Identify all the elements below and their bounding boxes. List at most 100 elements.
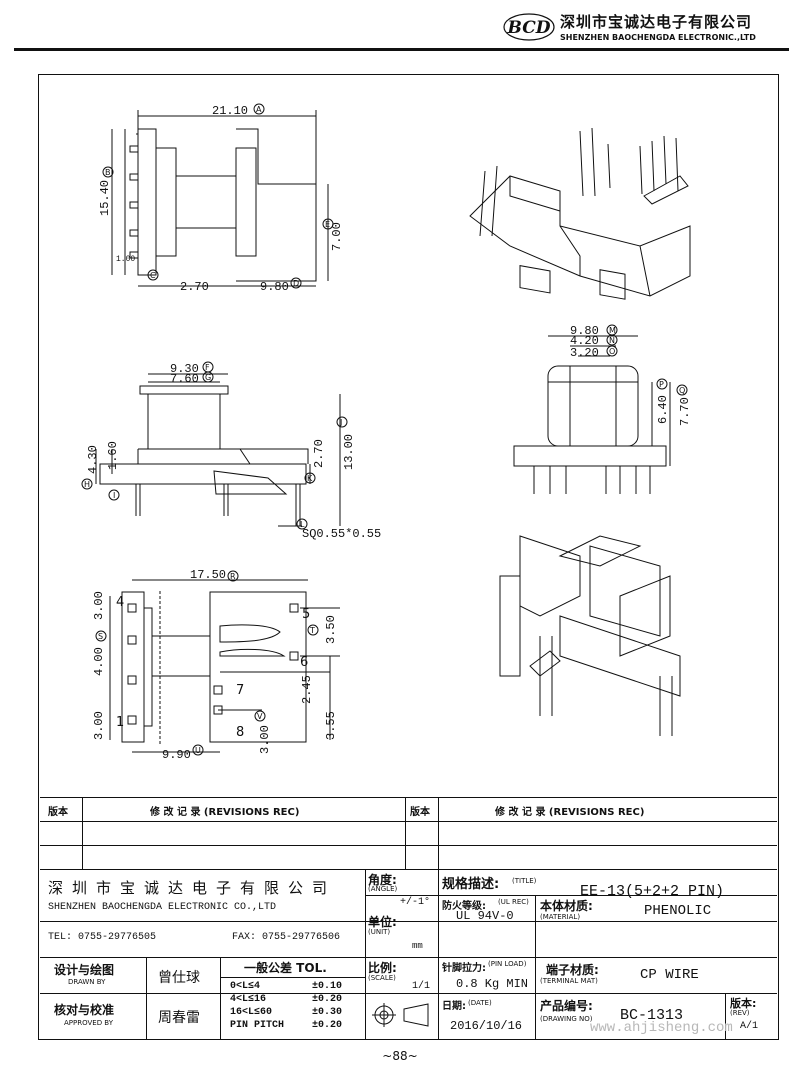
dim-v2-d930: 9.30 xyxy=(170,362,199,376)
dim-v3-d770: 7.70 xyxy=(678,397,692,426)
company-tel: TEL: 0755-29776505 xyxy=(48,932,157,943)
lbl-h: H xyxy=(84,480,90,489)
dim-v1-height: 15.40 xyxy=(98,180,112,216)
lbl-m: M xyxy=(609,326,616,335)
drawn-en: DRAWN BY xyxy=(68,978,106,986)
company-cn: 深 圳 市 宝 诚 达 电 子 有 限 公 司 xyxy=(48,881,328,898)
dim-v1-d7: 7.00 xyxy=(330,222,344,251)
date-label: 日期: xyxy=(442,1001,466,1012)
drawn-label: 设计与绘图 xyxy=(54,963,115,977)
dim-v4-d355: 3.55 xyxy=(324,711,338,740)
lbl-c: C xyxy=(150,271,156,280)
dim-v3-d420: 4.20 xyxy=(570,334,599,348)
dim-v4-d990: 9.90 xyxy=(162,748,191,762)
logo-text: BCD xyxy=(507,18,551,38)
lbl-f: F xyxy=(205,363,210,372)
tolerance-range: PIN PITCH xyxy=(230,1020,285,1031)
tolerance-value: ±0.20 xyxy=(312,1020,343,1031)
tolerance-value: ±0.30 xyxy=(312,1007,343,1018)
side-view xyxy=(513,335,671,494)
approved-en: APPROVED BY xyxy=(64,1019,114,1027)
lbl-r: R xyxy=(230,572,236,581)
top-view xyxy=(111,110,329,287)
pin-4-label: 4 xyxy=(116,595,124,610)
drawn-value: 曾仕球 xyxy=(158,970,200,986)
dim-v2-d760: 7.60 xyxy=(170,372,199,386)
tolerance-value: ±0.20 xyxy=(312,994,343,1005)
tolerance-range: 0<L≤4 xyxy=(230,981,261,992)
lbl-q: Q xyxy=(679,386,685,395)
lbl-b: B xyxy=(105,168,111,177)
dim-v2-d430: 4.30 xyxy=(86,445,100,474)
page-number: ~88~ xyxy=(382,1049,418,1063)
dim-v2-d270: 2.70 xyxy=(312,439,326,468)
lbl-l: L xyxy=(300,520,305,529)
scale-en: (SCALE) xyxy=(368,974,396,982)
rev-label: 版本 xyxy=(48,807,68,818)
dim-v3-d320: 3.20 xyxy=(570,346,599,360)
lbl-t: T xyxy=(309,626,315,635)
bottom-view xyxy=(109,579,340,753)
tolerance-value: ±0.10 xyxy=(312,981,343,992)
drawing-frame xyxy=(38,74,779,1040)
dim-v4-d300c: 3.00 xyxy=(258,725,272,754)
company-fax: FAX: 0755-29776506 xyxy=(232,932,341,943)
unit-label: 单位: xyxy=(368,915,397,929)
company-en: SHENZHEN BAOCHENGDA ELECTRONIC CO.,LTD xyxy=(48,902,277,913)
terminal-en: (TERMINAL MAT) xyxy=(540,977,598,985)
drawing-no-en: (DRAWING NO) xyxy=(540,1015,593,1023)
lbl-e: E xyxy=(325,220,330,229)
approved-label: 核对与校准 xyxy=(54,1003,115,1017)
rev-label-2: 版本 xyxy=(410,807,430,818)
lbl-n: N xyxy=(609,336,615,345)
material-en: (MATERIAL) xyxy=(540,913,581,921)
lbl-u: U xyxy=(195,746,201,755)
terminal-value: CP WIRE xyxy=(640,967,699,983)
lbl-v: V xyxy=(257,712,263,721)
angle-label: 角度: xyxy=(368,873,397,887)
unit-en: (UNIT) xyxy=(368,928,391,936)
tolerance-range: 16<L≤60 xyxy=(230,1007,273,1018)
pin-1-label: 1 xyxy=(116,715,124,730)
title-block: 版本 修 改 记 录 (REVISIONS REC) 版本 修 改 记 录 (R… xyxy=(40,797,777,1039)
material-label: 本体材质: xyxy=(540,899,593,913)
lbl-o: O xyxy=(609,347,615,356)
lbl-s: S xyxy=(98,632,103,641)
pin-6-label: 6 xyxy=(300,655,308,670)
drawing-no-label: 产品编号: xyxy=(540,999,593,1013)
header-company-cn: 深圳市宝诚达电子有限公司 xyxy=(560,13,753,31)
lbl-g: G xyxy=(205,373,211,382)
rev-title-2: 修 改 记 录 (REVISIONS REC) xyxy=(495,807,645,818)
dim-v4-d300b: 3.00 xyxy=(92,711,106,740)
ul-en: (UL REC) xyxy=(498,898,529,906)
header-rule xyxy=(14,48,789,51)
pinload-en: (PIN LOAD) xyxy=(488,960,527,968)
dim-v4-d245: 2.45 xyxy=(300,675,314,704)
pinload-label: 针脚拉力: xyxy=(442,963,486,974)
dim-v1-d270: 2.70 xyxy=(180,280,209,294)
dim-v4-d400: 4.00 xyxy=(92,647,106,676)
terminal-label: 端子材质: xyxy=(546,963,599,977)
dim-v1-pinpitch: 1.00 xyxy=(116,255,135,264)
date-en: (DATE) xyxy=(468,999,492,1007)
dim-v3-d980: 9.80 xyxy=(570,324,599,338)
company-logo: BCD xyxy=(503,13,555,41)
unit-value: mm xyxy=(412,941,423,951)
rev-title: 修 改 记 录 (REVISIONS REC) xyxy=(150,807,300,818)
pin-8-label: 8 xyxy=(236,725,244,740)
dim-v4-d350: 3.50 xyxy=(324,615,338,644)
title-label: 规格描述: xyxy=(442,877,500,892)
rev-no-en: (REV) xyxy=(730,1009,750,1017)
lbl-k: K xyxy=(307,474,313,483)
scale-value: 1/1 xyxy=(412,981,431,992)
date-value: 2016/10/16 xyxy=(450,1019,523,1033)
dim-v2-d1300: 13.00 xyxy=(342,434,356,470)
ul-value: UL 94V-0 xyxy=(456,909,514,923)
pin-5-label: 5 xyxy=(302,607,310,622)
pinload-value: 0.8 Kg MIN xyxy=(456,977,529,991)
iso-view-bottom xyxy=(499,535,681,736)
engineering-drawing-area: 21.10 15.40 1.00 7.00 2.70 9.80 A B C D … xyxy=(81,103,692,762)
lbl-a: A xyxy=(256,105,262,114)
header-company-en: SHENZHEN BAOCHENGDA ELECTRONIC.,LTD xyxy=(560,33,756,42)
angle-value: +/-1° xyxy=(400,897,431,908)
